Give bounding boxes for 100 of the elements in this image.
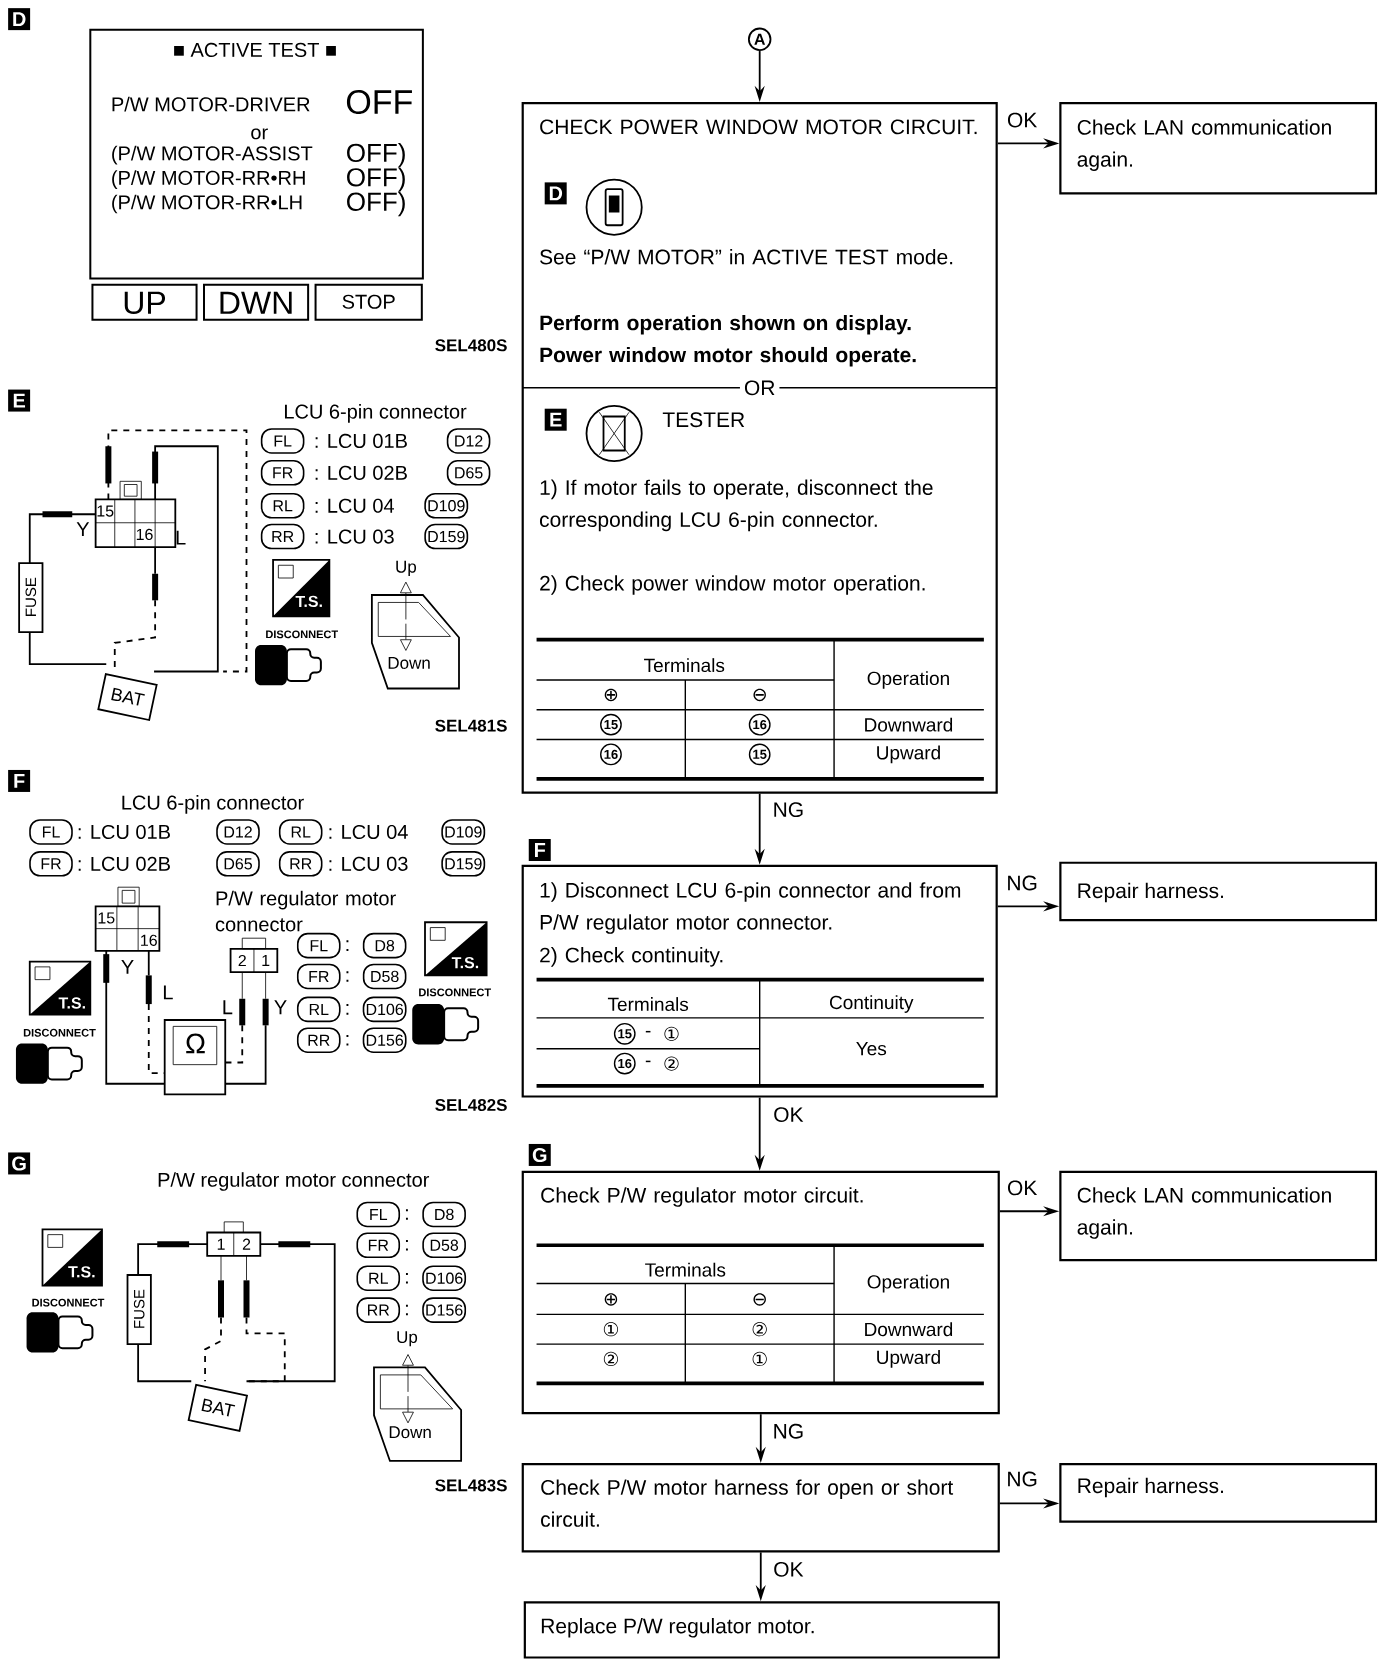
step-box xyxy=(521,1463,1000,1553)
section-letter: G xyxy=(528,1143,551,1166)
panel-letter: E xyxy=(8,389,31,412)
table-text: ① xyxy=(752,1351,767,1367)
circled-number: 16 xyxy=(600,743,622,766)
label-text: : xyxy=(346,1004,349,1015)
label-text: : LCU 03 xyxy=(329,856,408,871)
panel-letter: G xyxy=(8,1152,31,1175)
connector-badge: RL xyxy=(278,819,323,845)
figure-code: SEL481S xyxy=(435,719,507,732)
label-text: : LCU 04 xyxy=(329,824,408,839)
step-text: Perform operation shown on display. Power window motor should operate. xyxy=(540,314,916,367)
label-text: : LCU 04 xyxy=(315,498,395,513)
table-text: Downward xyxy=(865,1322,953,1337)
table-text: - xyxy=(645,1030,651,1033)
connector-badge: D159 xyxy=(441,851,486,877)
section-letter: D xyxy=(544,182,567,205)
label-text: (P/W MOTOR-ASSIST xyxy=(112,145,313,165)
label-text: LCU 6-pin connector xyxy=(122,795,304,814)
label-text: Y xyxy=(274,1000,287,1015)
label-text: L xyxy=(164,985,173,1000)
table-text: Yes xyxy=(856,1042,887,1056)
table-text: ⊕ xyxy=(604,688,618,702)
ts-sign: T.S. xyxy=(424,921,488,977)
connector-badge: D8 xyxy=(362,932,407,959)
label-text: DISCONNECT xyxy=(23,1028,96,1037)
step-text: 2) Check power window motor operation. xyxy=(540,575,925,595)
table-text: ② xyxy=(664,1056,679,1071)
figure-code: SEL480S xyxy=(435,339,507,352)
label-text: P/W MOTOR-DRIVER xyxy=(112,96,310,112)
step-text: Check P/W regulator motor circuit. xyxy=(541,1187,863,1207)
section-letter: E xyxy=(544,408,567,431)
label-text: or xyxy=(251,128,268,140)
circled-number: 15 xyxy=(748,743,771,766)
connector-badge: D106 xyxy=(362,996,407,1023)
connector-badge: D156 xyxy=(362,1027,407,1053)
label-text: : LCU 02B xyxy=(315,465,407,480)
connector-badge: RL xyxy=(356,1265,401,1291)
label-text: : LCU 03 xyxy=(315,529,394,544)
step-text: Repair harness. xyxy=(1078,1477,1224,1498)
connector-badge: D65 xyxy=(216,851,260,877)
label-text: : xyxy=(346,1034,349,1046)
result-box xyxy=(1059,1463,1378,1523)
table-text: Terminals xyxy=(608,997,689,1012)
edge-label: OK xyxy=(1005,110,1040,130)
circled-number: 16 xyxy=(748,713,771,736)
label-text: OFF xyxy=(347,89,413,115)
step-text: Repair harness. xyxy=(1078,882,1224,903)
section-letter: F xyxy=(528,839,551,861)
label-text: OFF) xyxy=(347,167,405,192)
table-text: Operation xyxy=(867,1274,949,1293)
connector-badge: RL xyxy=(297,996,341,1023)
connector-badge: D12 xyxy=(446,428,491,454)
result-box xyxy=(1059,101,1378,195)
circled-number: 15 xyxy=(600,713,622,736)
label-text: Up xyxy=(397,1331,418,1347)
edge-label: NG xyxy=(1004,1469,1040,1489)
connector-badge: FL xyxy=(260,428,305,454)
label-text: Up xyxy=(396,560,417,577)
label-text: L xyxy=(223,1000,233,1015)
table-text: ② xyxy=(603,1351,619,1367)
result-box xyxy=(1059,861,1378,922)
label-text: : LCU 02B xyxy=(78,856,170,871)
table-text: Terminals xyxy=(645,1262,726,1277)
edge-label: OK xyxy=(1005,1178,1040,1198)
table-text: - xyxy=(645,1060,651,1063)
label-text: Down xyxy=(389,1426,431,1439)
table-text: Upward xyxy=(877,745,940,764)
connector-badge: FR xyxy=(297,963,341,990)
label-text: : LCU 01B xyxy=(315,433,407,448)
table-text: ① xyxy=(664,1026,679,1041)
label-text: L xyxy=(176,530,186,545)
pin-number: 2 xyxy=(242,1238,251,1250)
label-text: P/W regulator motor connector xyxy=(215,890,396,932)
step-text: CHECK POWER WINDOW MOTOR CIRCUIT. xyxy=(540,119,977,135)
label-text: : xyxy=(406,1240,408,1251)
panel-letter: F xyxy=(8,769,31,792)
connector-badge: RR xyxy=(278,851,323,877)
label-text: : LCU 01B xyxy=(78,824,170,839)
connector-badge: D156 xyxy=(422,1297,467,1323)
circled-number: 16 xyxy=(613,1052,636,1075)
label-text: Y xyxy=(121,960,134,974)
table-text: Downward xyxy=(865,717,953,732)
connector-badge: D109 xyxy=(424,492,469,519)
label-text: : xyxy=(406,1209,408,1220)
ts-sign: T.S. xyxy=(28,960,92,1016)
edge-label: OK xyxy=(771,1105,806,1124)
table-text: ① xyxy=(603,1322,619,1337)
label-text: LCU 6-pin connector xyxy=(285,404,467,423)
connector-badge: RR xyxy=(297,1027,341,1053)
pin-number: 15 xyxy=(98,912,115,924)
edge-label: OK xyxy=(771,1559,806,1579)
divider-text: OR xyxy=(740,376,780,400)
label-text: OFF) xyxy=(347,143,405,168)
step-text: 2) Check continuity. xyxy=(540,947,723,967)
label-text: : xyxy=(346,940,349,951)
step-box xyxy=(521,1143,1000,1415)
label-text: P/W regulator motor connector xyxy=(158,1172,430,1191)
label-text: DISCONNECT xyxy=(266,630,339,639)
table-text: ② xyxy=(752,1322,767,1337)
